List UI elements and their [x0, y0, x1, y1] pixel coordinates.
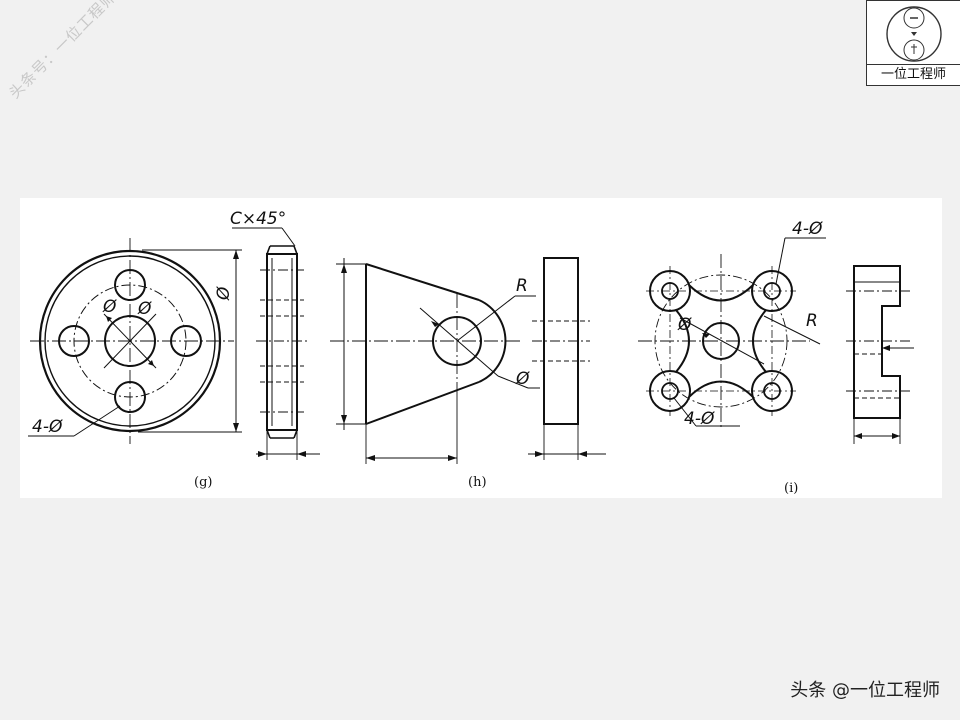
figure-h-radius-note: R	[516, 276, 528, 296]
figure-i: 4-Ø 4-Ø Ø R (i)	[638, 219, 914, 496]
figure-i-diameter-note: Ø	[677, 315, 692, 335]
logo-emblem-icon	[886, 6, 942, 62]
figure-h-label: (h)	[468, 475, 487, 490]
figure-h: R Ø (h)	[330, 257, 606, 490]
figure-g-holes-note: 4-Ø	[32, 417, 63, 437]
watermark-text: 头条号：一位工程师	[5, 0, 120, 103]
figure-h-diameter-note: Ø	[515, 369, 530, 389]
figure-h-side-view	[528, 257, 606, 460]
figure-g-inner-diameter-a: Ø	[102, 297, 117, 317]
drawing-panel: Ø Ø Ø 4-Ø	[20, 198, 942, 498]
figure-g-diameter-symbol: Ø	[214, 286, 234, 301]
footer-credit: 头条 @一位工程师	[790, 680, 940, 701]
figure-g-chamfer-note: C×45°	[230, 209, 286, 229]
figure-i-holes-note-bottom: 4-Ø	[684, 409, 715, 429]
logo-name: 一位工程师	[867, 64, 960, 85]
figure-h-front-view	[330, 258, 540, 464]
logo-frame: 一位工程师	[866, 0, 960, 86]
figure-g-label: (g)	[194, 475, 212, 490]
figure-i-label: (i)	[784, 481, 798, 496]
figure-i-side-view	[846, 265, 914, 444]
figure-g-front-view	[28, 238, 242, 444]
author-logo: 一位工程师	[866, 0, 960, 86]
figure-i-holes-note-top: 4-Ø	[792, 219, 823, 239]
figure-i-radius-note: R	[806, 311, 818, 331]
engineering-drawing: Ø Ø Ø 4-Ø	[28, 209, 914, 496]
figure-i-front-view	[638, 237, 826, 430]
figure-g-side-view	[232, 227, 320, 460]
figure-g-inner-diameter-b: Ø	[137, 299, 152, 319]
figure-g: Ø Ø Ø 4-Ø	[28, 209, 320, 490]
